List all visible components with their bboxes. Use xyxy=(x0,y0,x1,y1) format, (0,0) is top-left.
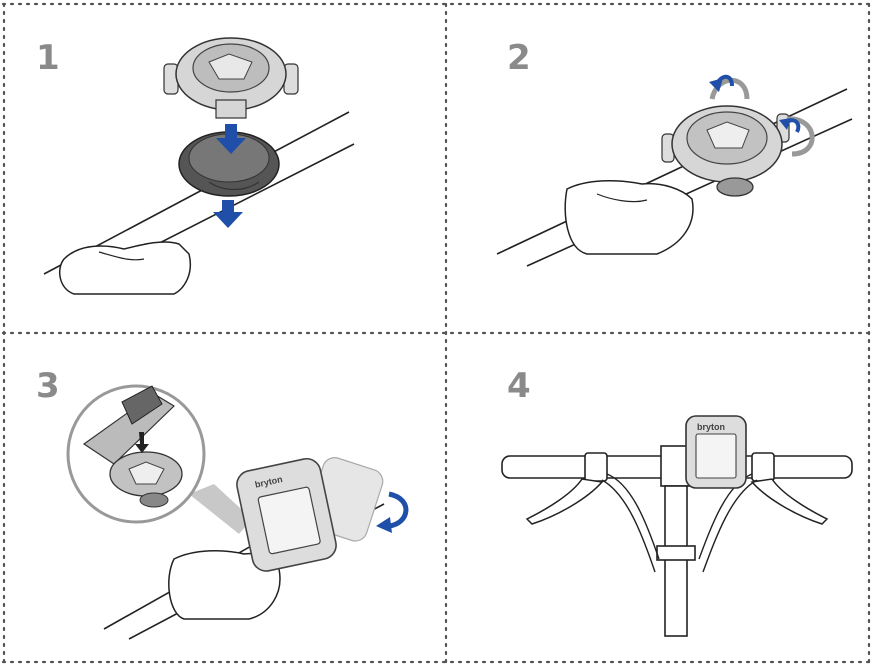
step-4-illustration: bryton xyxy=(447,334,873,662)
step-1-illustration xyxy=(4,4,440,334)
rotate-arrow-icon xyxy=(376,494,406,533)
step-1-panel: 1 xyxy=(4,4,440,337)
mount-with-bands xyxy=(662,80,812,196)
step-2-panel: 2 xyxy=(447,4,873,337)
bike-computer: bryton xyxy=(234,455,386,574)
hand xyxy=(60,242,191,294)
detail-magnifier xyxy=(68,386,252,534)
bike-computer: bryton xyxy=(686,416,746,488)
top-mount xyxy=(164,38,298,118)
step-2-illustration xyxy=(447,4,873,334)
step-3-panel: 3 bryton xyxy=(4,334,440,667)
brand-label: bryton xyxy=(697,422,725,432)
step-4-panel: 4 bryton xyxy=(447,334,873,667)
step-3-illustration: bryton xyxy=(4,334,440,662)
hand xyxy=(565,181,693,254)
